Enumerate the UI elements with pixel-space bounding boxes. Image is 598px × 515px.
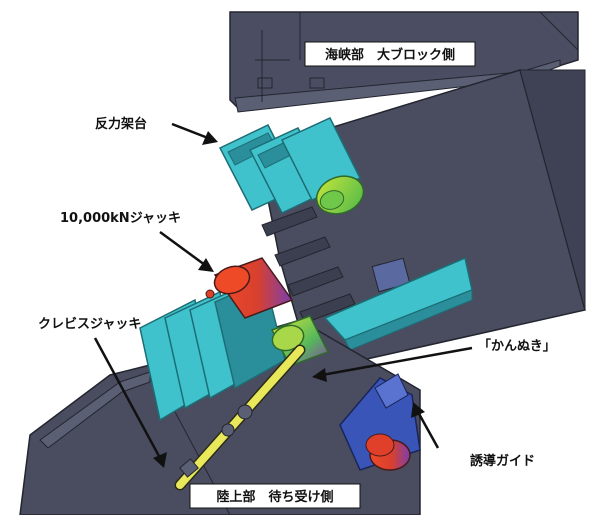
jack-10000kn-label: 10,000kNジャッキ	[60, 211, 181, 226]
guide-assembly	[339, 373, 421, 471]
kannuki-arrow	[312, 346, 473, 382]
cyan-plate-right	[323, 256, 473, 351]
jack-10000kn	[205, 257, 294, 319]
reaction-frame	[218, 117, 362, 214]
green-pin	[315, 175, 365, 215]
guide-arrow	[411, 402, 440, 449]
reaction-frame-label: 反力架台	[95, 116, 147, 132]
guide-label: 誘導ガイド	[470, 453, 535, 469]
kannuki-pin	[270, 315, 330, 367]
top-block-label: 海峡部 大ブロック側	[325, 47, 455, 63]
top-block-label-box: 海峡部 大ブロック側	[304, 41, 476, 67]
clevis-jack-arrow	[93, 337, 167, 468]
clevis-jack-rod	[174, 344, 306, 491]
reaction-frame-arrow	[171, 122, 218, 145]
kannuki-label: 「かんぬき」	[478, 338, 556, 354]
clevis-jack-label: クレビスジャッキ	[38, 316, 141, 332]
bottom-block-label: 陸上部 待ち受け側	[216, 489, 333, 505]
bottom-block-label-box: 陸上部 待ち受け側	[189, 483, 361, 509]
jack-10000kn-arrow	[159, 230, 214, 272]
